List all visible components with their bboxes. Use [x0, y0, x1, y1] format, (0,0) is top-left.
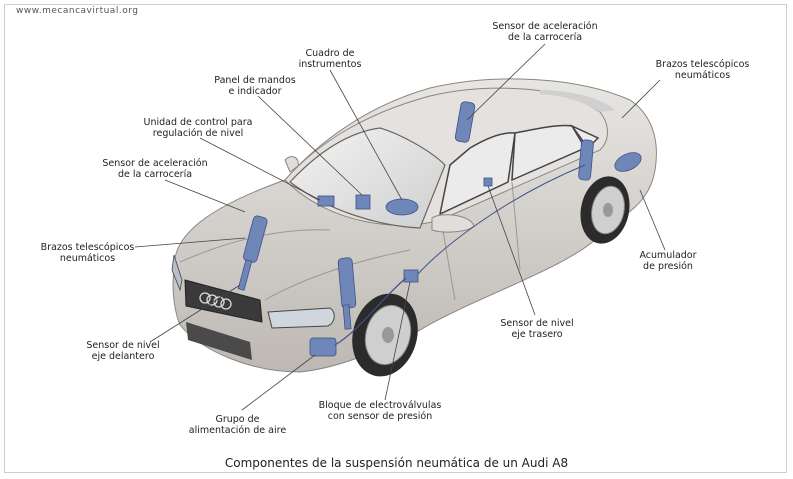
label-grupo-alimentacion: Grupo de alimentación de aire [180, 414, 295, 436]
label-sensor-nivel-trasero: Sensor de nivel eje trasero [492, 318, 582, 340]
label-sensor-aceleracion-left: Sensor de aceleración de la carrocería [100, 158, 210, 180]
panel-indicator [356, 195, 370, 209]
rear-level-sensor [484, 178, 492, 186]
label-sensor-nivel-delantero: Sensor de nivel eje delantero [78, 340, 168, 362]
label-cuadro-instrumentos: Cuadro de instrumentos [290, 48, 370, 70]
label-sensor-aceleracion-top: Sensor de aceleración de la carrocería [490, 21, 600, 43]
instrument-cluster [386, 199, 418, 215]
figure-caption: Componentes de la suspensión neumática d… [0, 456, 793, 470]
valve-block [404, 270, 418, 282]
air-supply-unit [310, 338, 336, 356]
label-acumulador: Acumulador de presión [628, 250, 708, 272]
label-brazos-right: Brazos telescópicos neumáticos [650, 59, 755, 81]
label-unidad-control: Unidad de control para regulación de niv… [138, 117, 258, 139]
control-unit [318, 196, 334, 206]
label-brazos-left: Brazos telescópicos neumáticos [35, 242, 140, 264]
label-bloque-electrovalvulas: Bloque de electroválvulas con sensor de … [310, 400, 450, 422]
label-panel-mandos: Panel de mandos e indicador [205, 75, 305, 97]
headlight [268, 308, 334, 328]
